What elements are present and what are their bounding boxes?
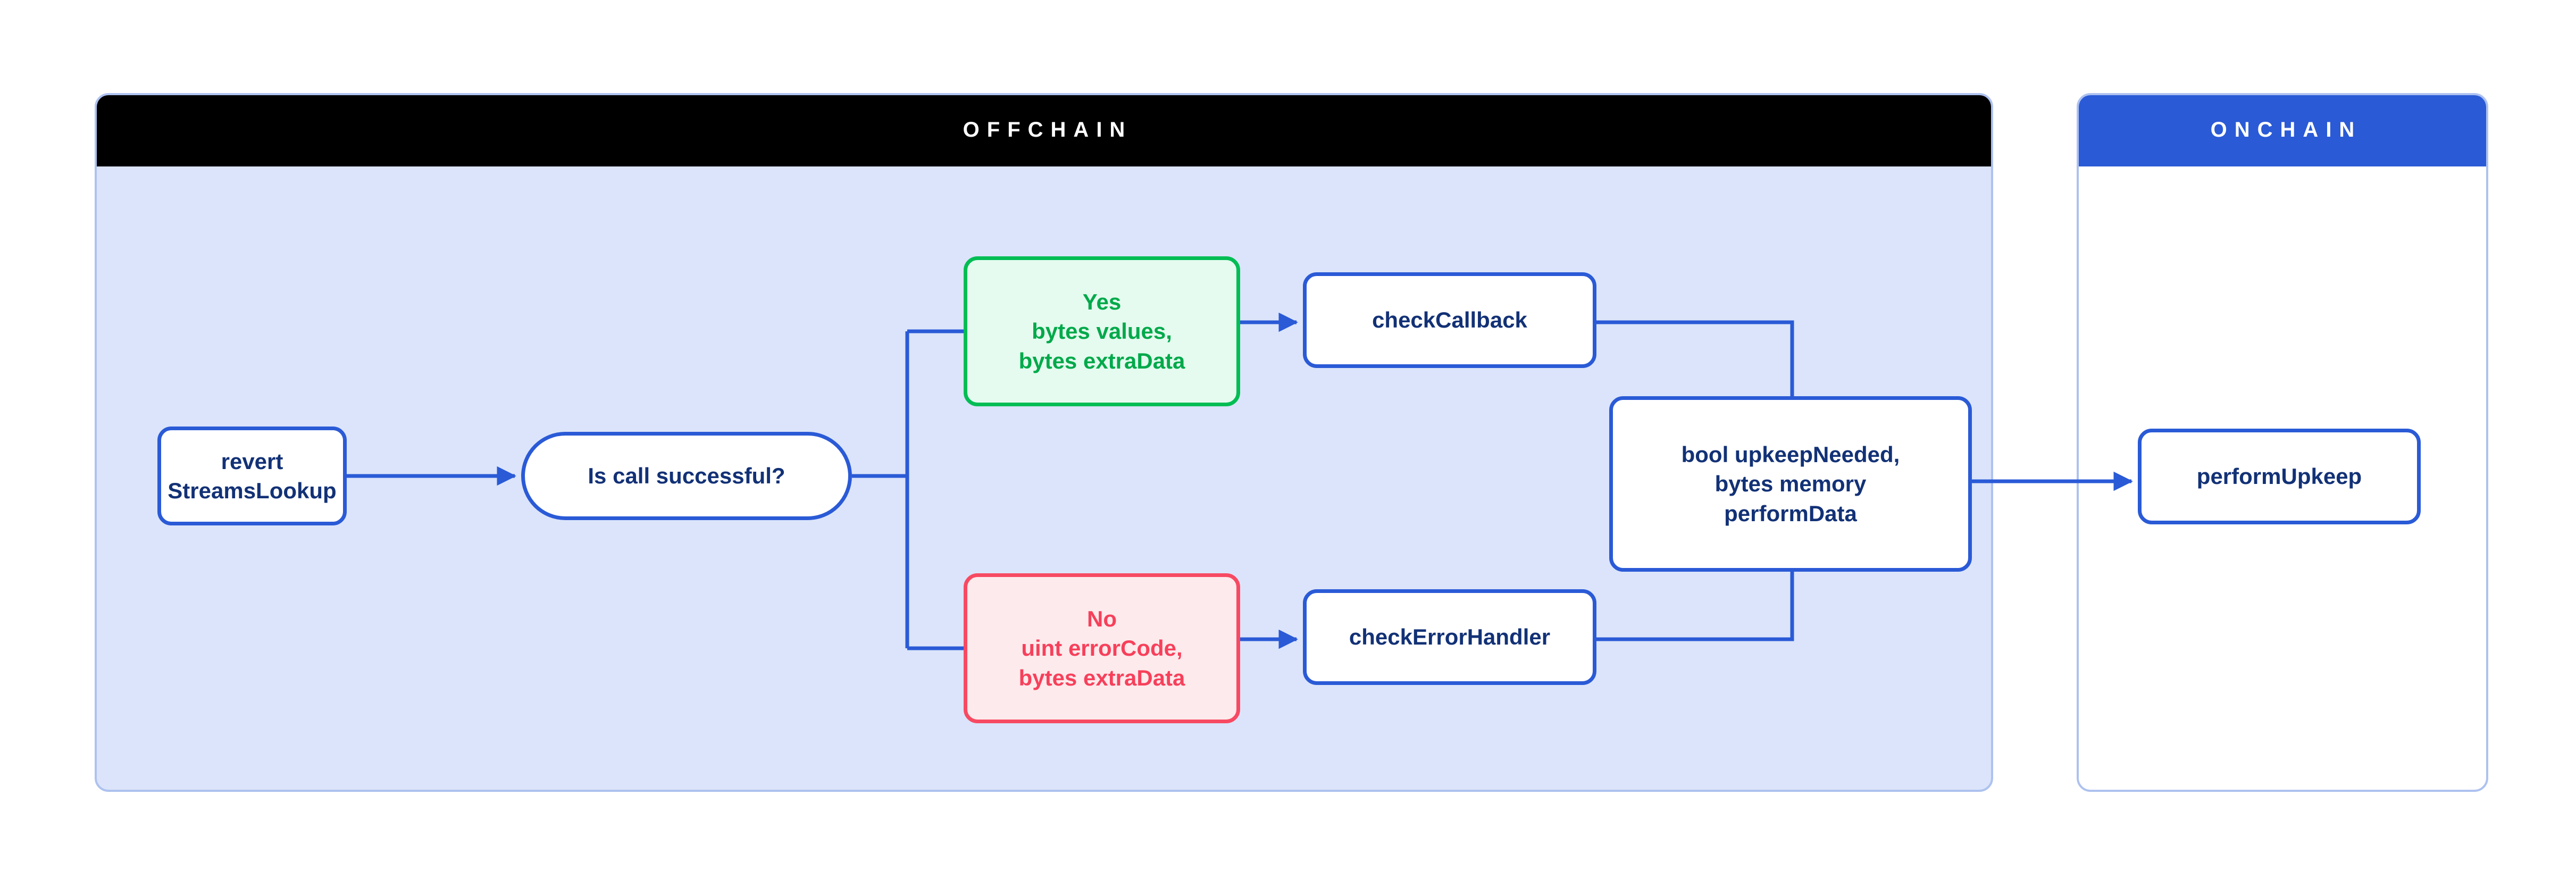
node-bool-upkeepneeded[interactable]: bool upkeepNeeded, bytes memory performD… — [1609, 396, 1972, 572]
node-checkerrorhandler[interactable]: checkErrorHandler — [1303, 589, 1596, 685]
node-is-call-successful[interactable]: Is call successful? — [521, 432, 852, 520]
node-yes-bytes-values[interactable]: Yes bytes values, bytes extraData — [964, 256, 1240, 406]
node-performupkeep[interactable]: performUpkeep — [2138, 429, 2421, 524]
node-revert-streamslookup[interactable]: revert StreamsLookup — [157, 427, 347, 525]
panel-onchain-title: ONCHAIN — [2079, 95, 2486, 166]
node-checkcallback[interactable]: checkCallback — [1303, 272, 1596, 368]
node-no-uint-errorcode[interactable]: No uint errorCode, bytes extraData — [964, 573, 1240, 723]
panel-offchain-title: OFFCHAIN — [97, 95, 1991, 166]
